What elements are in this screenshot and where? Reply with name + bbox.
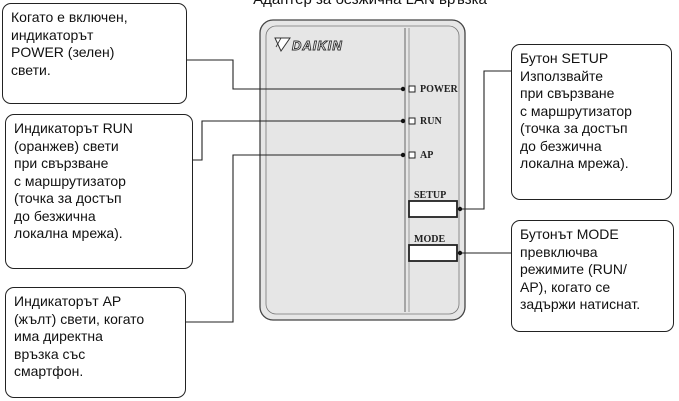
run-indicator-label: RUN (420, 116, 442, 127)
page-title: Адаптер за безжична LAN връзка (180, 0, 560, 8)
ap-indicator-label: AP (420, 150, 433, 161)
adapter-body (259, 19, 466, 321)
ap-leader-line (186, 154, 402, 323)
run-callout: Индикаторът RUN (оранжев) свети при свър… (5, 114, 193, 269)
adapter-bezel (265, 25, 460, 315)
ap-callout: Индикаторът AP (жълт) свети, когато има … (5, 287, 186, 398)
setup-leader-line (460, 70, 511, 210)
mode-callout: Бутонът MODE превключва режимите (RUN/ A… (511, 220, 674, 332)
power-indicator-label: POWER (420, 84, 459, 95)
run-leader-dot (400, 118, 406, 124)
mode-leader-dot (457, 250, 463, 256)
mode-button-label: MODE (414, 234, 445, 245)
ap-leader-dot (400, 152, 406, 158)
run-leader-line (193, 120, 402, 161)
power-indicator-light (408, 85, 416, 93)
ap-indicator-light (408, 151, 416, 159)
svg-text:DAIKIN: DAIKIN (292, 38, 343, 53)
setup-callout: Бутон SETUP Използвайте при свързване с … (511, 44, 672, 200)
mode-button[interactable] (408, 244, 458, 262)
setup-leader-dot (457, 206, 463, 212)
daikin-logo: DAIKIN (274, 37, 343, 53)
power-leader-dot (400, 86, 406, 92)
power-leader-line (187, 59, 402, 90)
setup-button[interactable] (408, 200, 458, 218)
power-callout: Когато е включен, индикаторът POWER (зел… (2, 3, 187, 104)
setup-button-label: SETUP (414, 190, 446, 201)
run-indicator-light (408, 117, 416, 125)
